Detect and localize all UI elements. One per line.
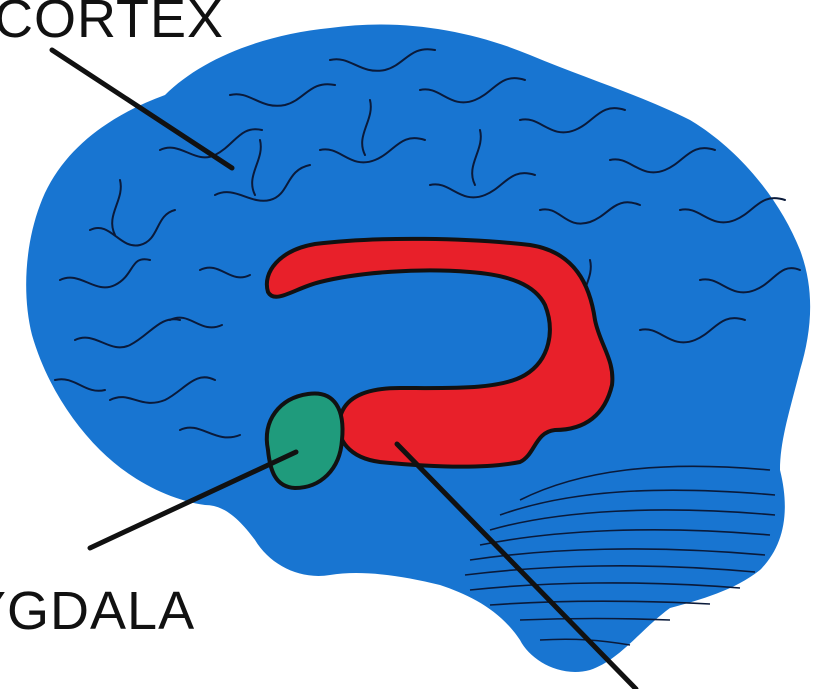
cortex-label: CORTEX (0, 0, 224, 46)
brain-silhouette (26, 24, 810, 671)
amygdala-shape (267, 393, 343, 488)
amygdala-label: YGDALA (0, 584, 195, 638)
